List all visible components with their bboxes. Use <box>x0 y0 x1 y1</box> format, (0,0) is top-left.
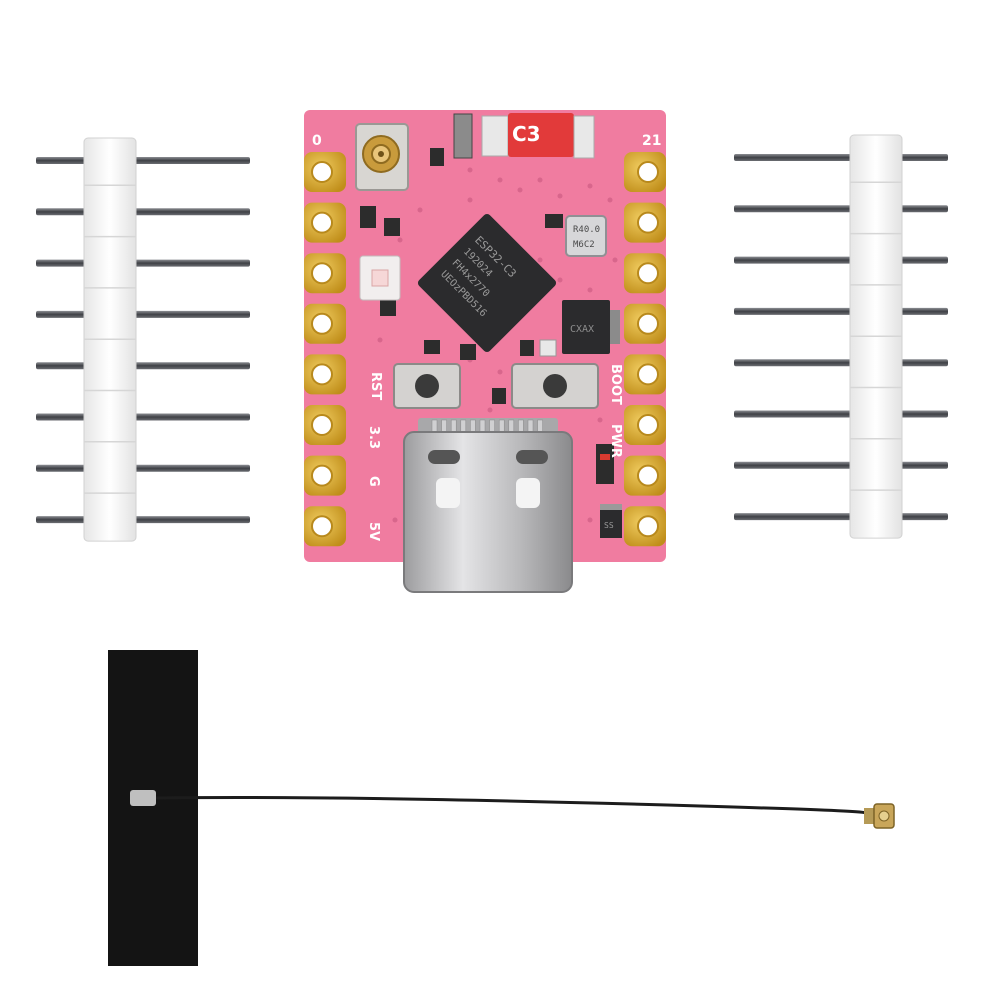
via <box>467 197 473 203</box>
usb-c-connector-icon[interactable] <box>403 418 573 593</box>
pin-label-0: 0 <box>312 133 322 149</box>
header-pin <box>734 154 948 161</box>
pad-hole <box>637 262 659 285</box>
via <box>557 193 563 199</box>
header-pin <box>36 208 250 216</box>
model-label: C3 <box>512 122 541 146</box>
pad-hole <box>311 161 333 183</box>
pad-hole <box>637 515 659 538</box>
via <box>517 187 523 193</box>
via <box>607 197 613 203</box>
c3-badge <box>508 113 574 157</box>
header-pin <box>36 157 250 164</box>
via <box>537 177 543 183</box>
via <box>587 183 593 189</box>
pwr-label: PWR <box>608 424 623 458</box>
pad-hole <box>311 515 333 538</box>
pad-hole <box>637 363 659 386</box>
via <box>557 277 563 283</box>
header-pin <box>734 410 948 418</box>
header-pin <box>36 362 250 370</box>
antenna-solder-joint <box>130 790 156 806</box>
via <box>597 417 603 423</box>
pin-label-g: G <box>366 476 381 487</box>
left-pin-header <box>36 137 250 542</box>
esp32-c3-chip: ESP32-C3 192024 FH4x2770 UEOzPBD516 <box>417 213 557 353</box>
via <box>377 337 383 343</box>
smd-parts <box>360 148 614 484</box>
header-pin <box>36 310 250 318</box>
via <box>537 257 543 263</box>
pad-hole <box>311 262 333 285</box>
smd-component <box>453 113 473 159</box>
via <box>392 517 398 523</box>
schottky-diode: SS <box>600 504 622 538</box>
smd-resistor <box>573 115 595 159</box>
ufl-plug <box>864 803 895 829</box>
crystal-text-1: R40.0 <box>573 225 600 235</box>
via-dots <box>377 167 618 523</box>
ufl-connector <box>355 123 409 191</box>
pin-label-5v: 5V <box>366 522 381 541</box>
via <box>497 177 503 183</box>
via <box>497 369 503 375</box>
via <box>587 517 593 523</box>
header-pin <box>734 513 948 521</box>
tactile-button-icon <box>543 374 567 398</box>
via <box>397 237 403 243</box>
rst-label: RST <box>368 372 383 400</box>
pin-label-21: 21 <box>642 133 661 149</box>
pad-hole <box>311 211 333 234</box>
via <box>587 287 593 293</box>
via <box>612 257 618 263</box>
pad-hole <box>637 414 659 436</box>
pad-hole <box>637 211 659 234</box>
header-pin <box>36 413 250 421</box>
esp32-c3-board: C3 0 21 ESP32-C3 192024 FH4x2 <box>304 110 666 593</box>
pad-hole <box>637 312 659 335</box>
header-pin <box>36 464 250 472</box>
pad-hole <box>311 464 333 487</box>
right-castellated-pads <box>624 152 666 547</box>
tactile-button-icon <box>415 374 439 398</box>
header-pin <box>734 205 948 213</box>
right-pin-header <box>734 134 948 539</box>
via <box>487 407 493 413</box>
left-castellated-pads <box>304 152 346 547</box>
pin-label-3v3: 3.3 <box>366 426 381 449</box>
header-pin <box>734 307 948 315</box>
crystal-oscillator: R40.0 M6C2 <box>565 215 607 257</box>
pad-hole <box>311 312 333 335</box>
header-pin <box>734 461 948 469</box>
diode-text: SS <box>604 521 614 530</box>
antenna-flex-pcb <box>108 650 198 966</box>
boot-button[interactable] <box>511 363 599 409</box>
antenna-cable <box>155 795 879 816</box>
header-pin <box>36 259 250 267</box>
header-pin <box>734 256 948 264</box>
header-pin <box>734 359 948 367</box>
pad-hole <box>637 161 659 183</box>
ufl-antenna-icon <box>108 650 895 966</box>
via <box>467 167 473 173</box>
pad-hole <box>311 414 333 436</box>
boot-label: BOOT <box>608 364 623 405</box>
pad-hole <box>637 464 659 487</box>
regulator-text: CXAX <box>570 324 594 335</box>
via <box>417 207 423 213</box>
pad-hole <box>311 363 333 386</box>
smd-resistor <box>481 115 509 157</box>
crystal-text-2: M6C2 <box>573 240 595 250</box>
voltage-regulator: CXAX <box>562 300 620 354</box>
header-pin <box>36 516 250 524</box>
rst-button[interactable] <box>393 363 461 409</box>
